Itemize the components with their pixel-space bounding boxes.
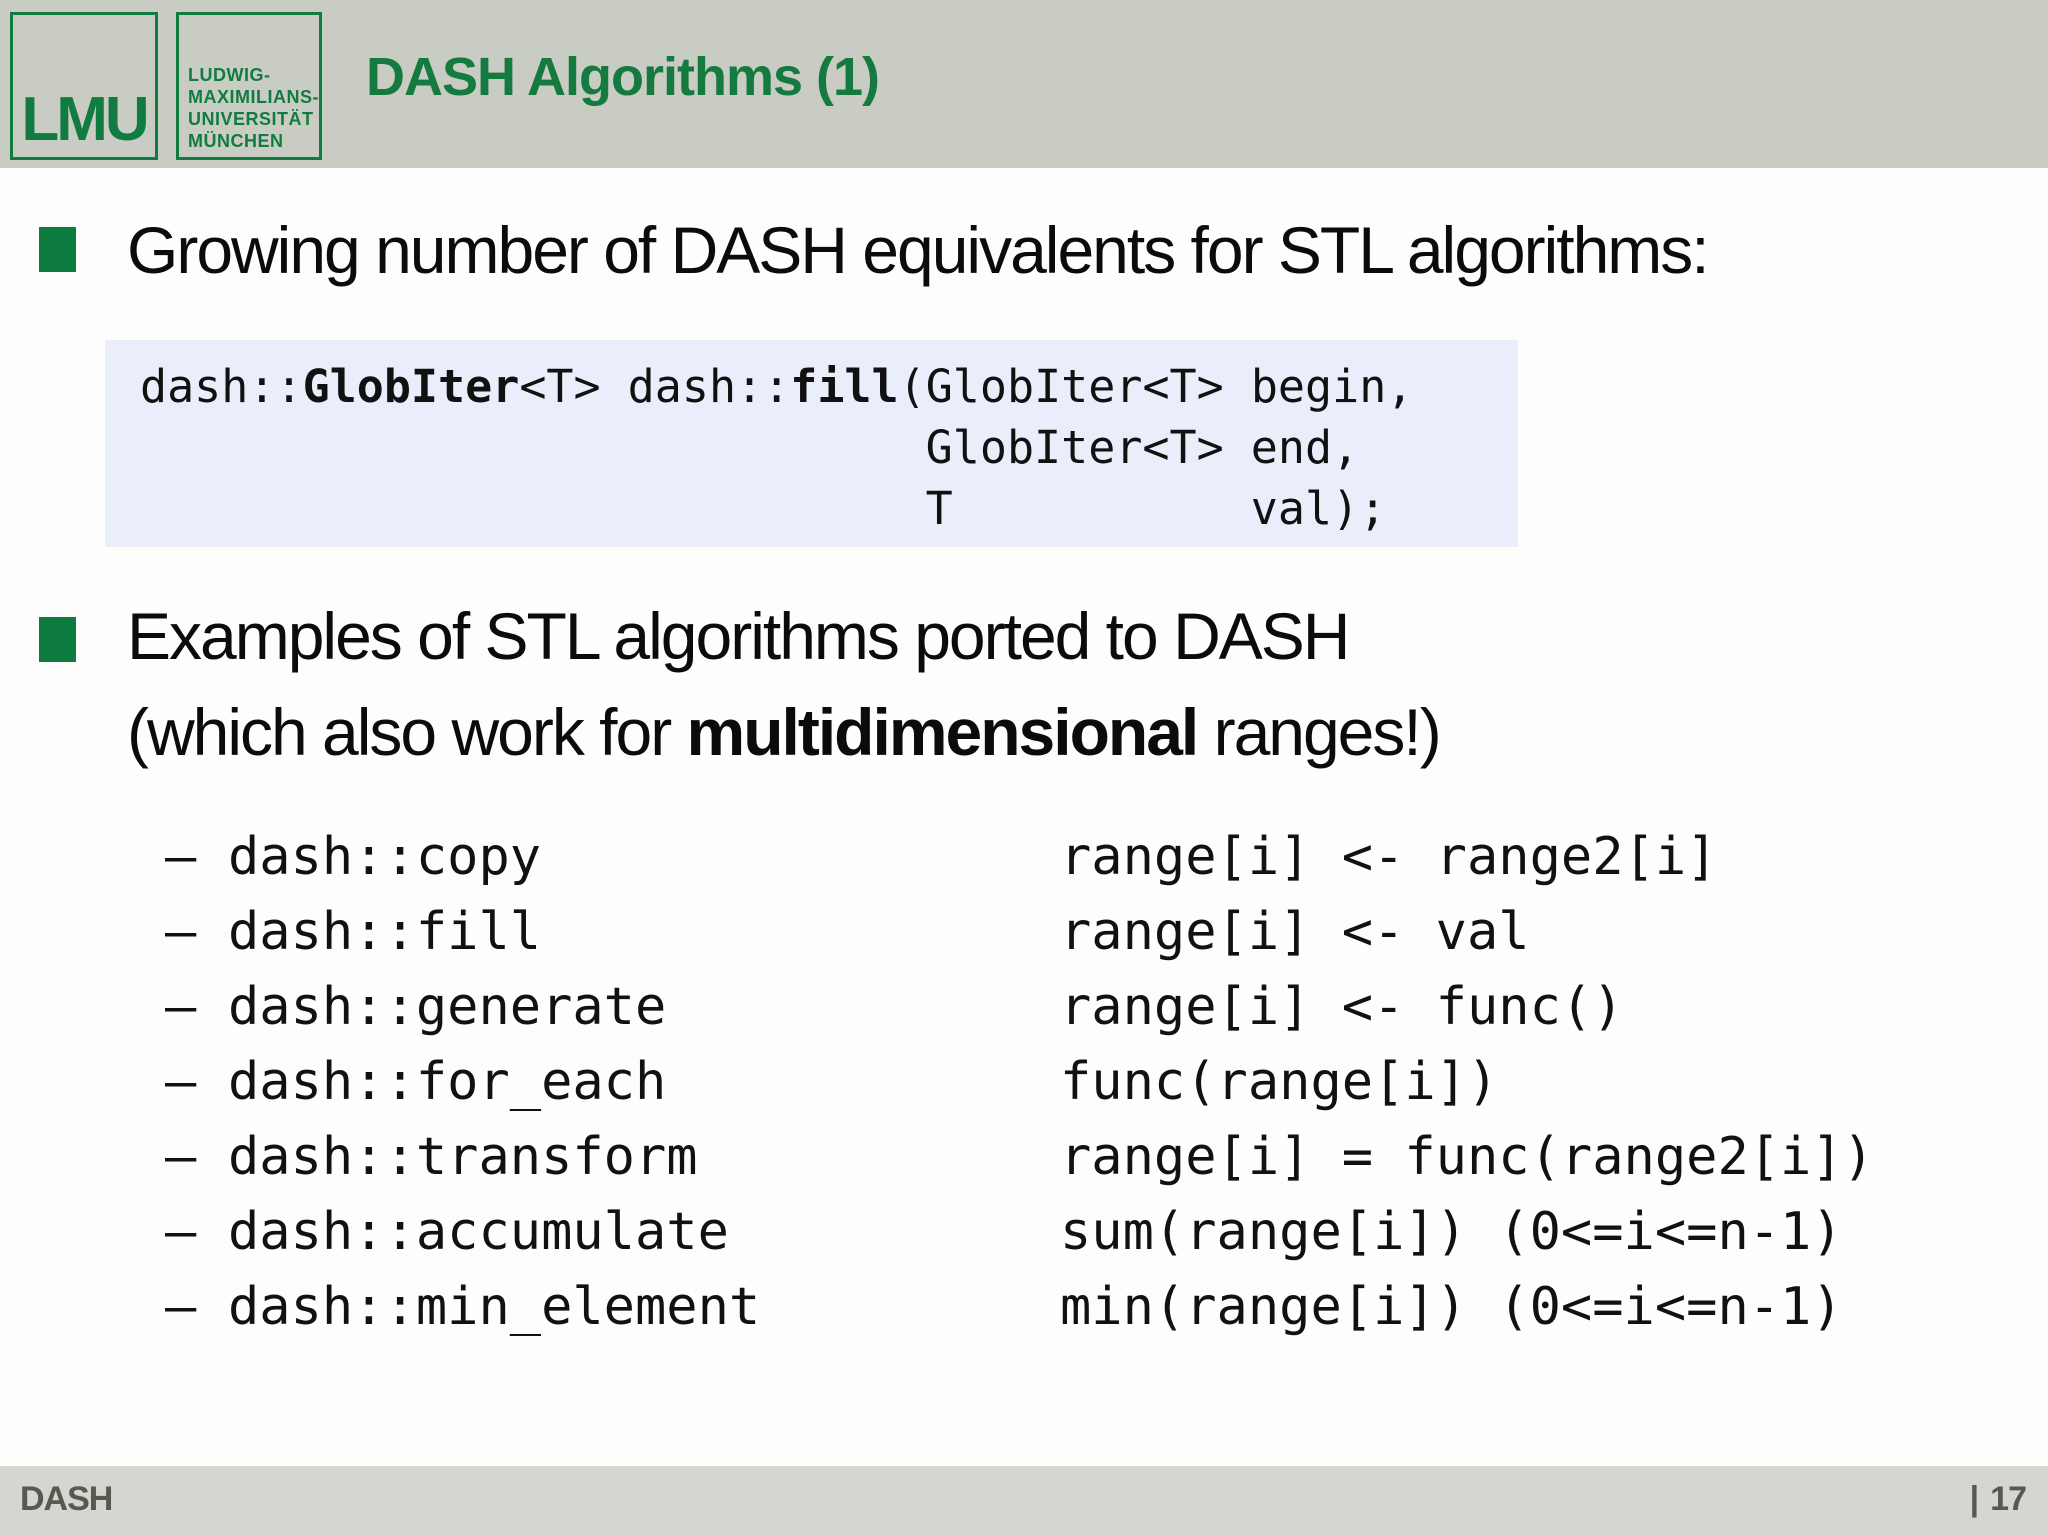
algorithm-semantics: range[i] <- val [1060,902,1530,962]
examples-list: – dash::copy range[i] <- range2[i] – das… [0,820,2048,1345]
bullet2-line2-pre: (which also work for [127,695,687,769]
list-dash-marker: – [165,1052,197,1112]
algorithm-name: dash::transform [228,1127,698,1187]
bullet2-line2-bold: multidimensional [686,695,1200,769]
bullet2-line2-post: ranges!) [1197,695,1442,769]
list-dash-marker: – [165,1127,197,1187]
university-name-line2: MAXIMILIANS- [188,87,319,107]
code-line1-post: (GlobIter<T> begin, [898,360,1414,413]
slide-title: DASH Algorithms (1) [366,47,880,107]
lmu-logo-acronym: LMU [21,85,149,154]
list-dash-marker: – [165,902,197,962]
university-name: LUDWIG- MAXIMILIANS- UNIVERSITÄT MÜNCHEN [188,64,319,152]
example-row-fill: – dash::fill range[i] <- val [0,895,2048,970]
code-line1-mid: <T> dash:: [519,360,791,413]
code-line1-pre: dash:: [140,360,303,413]
lmu-logo-box: LMU [10,12,158,160]
example-row-transform: – dash::transform range[i] = func(range2… [0,1120,2048,1195]
example-row-for-each: – dash::for_each func(range[i]) [0,1045,2048,1120]
list-dash-marker: – [165,1277,197,1337]
algorithm-semantics: min(range[i]) (0<=i<=n-1) [1060,1277,1843,1337]
footer-page-number: 17 [1990,1480,2027,1518]
algorithm-name: dash::min_element [228,1277,761,1337]
algorithm-name: dash::fill [228,902,542,962]
algorithm-semantics: func(range[i]) [1060,1052,1499,1112]
footer-page-indicator: | 17 [1969,1480,2027,1519]
algorithm-semantics: range[i] <- func() [1060,977,1624,1037]
bullet1-text: Growing number of DASH equivalents for S… [127,213,1710,287]
list-dash-marker: – [165,1202,197,1262]
list-dash-marker: – [165,977,197,1037]
slide-header: LMU LUDWIG- MAXIMILIANS- UNIVERSITÄT MÜN… [0,0,2048,168]
code-line-3: T val); [140,482,1387,535]
code-line1-bold-fill: fill [790,360,899,413]
bullet2-text-line2: (which also work for multidimensional ra… [127,694,1442,770]
code-block: dash::GlobIter<T> dash::fill(GlobIter<T>… [105,340,1518,547]
algorithm-name: dash::generate [228,977,667,1037]
list-dash-marker: – [165,827,197,887]
code-line-1: dash::GlobIter<T> dash::fill(GlobIter<T>… [140,356,1518,417]
algorithm-semantics: sum(range[i]) (0<=i<=n-1) [1060,1202,1843,1262]
example-row-copy: – dash::copy range[i] <- range2[i] [0,820,2048,895]
footer-divider: | [1969,1480,1979,1518]
algorithm-name: dash::for_each [228,1052,667,1112]
university-name-box: LUDWIG- MAXIMILIANS- UNIVERSITÄT MÜNCHEN [176,12,322,160]
code-line1-bold-globiter: GlobIter [302,360,520,413]
footer-project-name: DASH [20,1480,113,1518]
bullet2-text-line1: Examples of STL algorithms ported to DAS… [127,599,1350,673]
university-name-line3: UNIVERSITÄT [188,109,314,129]
algorithm-semantics: range[i] = func(range2[i]) [1060,1127,1874,1187]
example-row-generate: – dash::generate range[i] <- func() [0,970,2048,1045]
bullet-square-icon [39,617,76,662]
university-name-line1: LUDWIG- [188,65,271,85]
slide-footer: DASH | 17 [0,1466,2048,1536]
algorithm-name: dash::accumulate [228,1202,729,1262]
algorithm-semantics: range[i] <- range2[i] [1060,827,1718,887]
bullet-square-icon [39,227,76,272]
example-row-accumulate: – dash::accumulate sum(range[i]) (0<=i<=… [0,1195,2048,1270]
code-line-2: GlobIter<T> end, [140,421,1360,474]
example-row-min-element: – dash::min_element min(range[i]) (0<=i<… [0,1270,2048,1345]
university-name-line4: MÜNCHEN [188,131,284,151]
algorithm-name: dash::copy [228,827,542,887]
